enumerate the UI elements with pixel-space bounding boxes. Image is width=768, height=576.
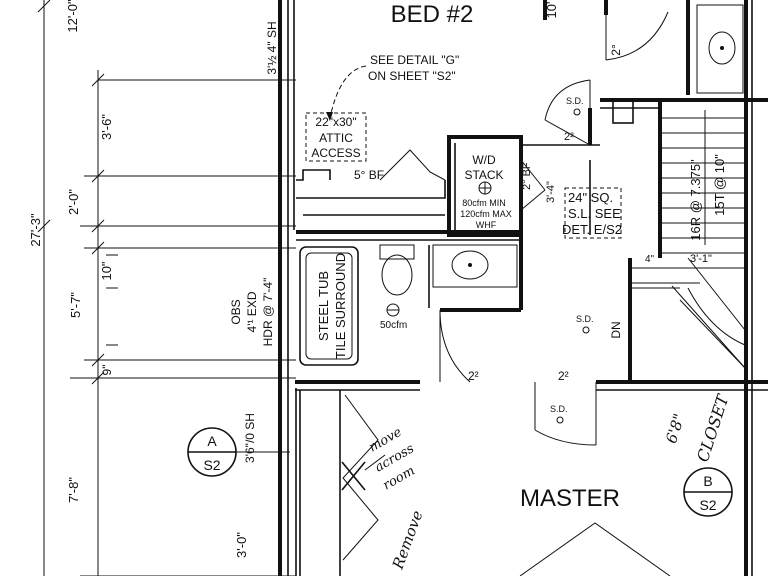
dimension-overall: 27'-3": [28, 213, 43, 247]
smoke-detector-1: S.D.: [566, 96, 584, 106]
section-b-letter: B: [703, 473, 712, 489]
leader-detail-g: [329, 65, 367, 119]
door-swings: [342, 11, 746, 561]
note-wd-1: W/D: [472, 153, 496, 167]
note-bf-5: 5° BF: [354, 168, 384, 182]
dimension-10: 10": [99, 261, 114, 280]
left-dimension-lines: [37, 0, 296, 576]
attic-access-box: [305, 112, 367, 162]
dim-4: 4": [645, 254, 655, 265]
note-sh-top: 3'½ 4" SH: [265, 21, 279, 74]
note-obs-3: HDR @ 7'-4": [261, 278, 275, 347]
note-detail-g-1: SEE DETAIL "G": [370, 53, 459, 67]
note-tub-2: TILE SURROUND: [333, 253, 348, 359]
dim-10-ft: 10': [544, 2, 559, 19]
leader-arrow: [326, 112, 333, 121]
note-tub-1: STEEL TUB: [316, 271, 331, 341]
room-label-closet: CLOSET: [693, 391, 733, 464]
closet-width: 6'8": [662, 411, 688, 445]
dimension-5-7: 5'-7": [68, 292, 83, 318]
note-wd-2: STACK: [464, 168, 503, 182]
smoke-detector-2: S.D.: [576, 314, 594, 324]
hand-note-remove: Remove: [389, 508, 427, 572]
dim-2c-master: 2²: [558, 369, 569, 383]
section-a-sheet: S2: [203, 457, 220, 473]
dim-2c-top: 2°: [609, 44, 623, 56]
dim-2c-bath: 2²: [468, 369, 479, 383]
note-attic-1: 22"x30": [315, 115, 356, 129]
stair-run: 15T @ 10": [712, 154, 727, 216]
stair-rise: 16R @ 7.375": [688, 159, 703, 241]
dimension-9: 9": [100, 365, 114, 376]
room-label-bed2: BED #2: [391, 1, 474, 28]
smoke-detector-3: S.D.: [550, 404, 568, 414]
dimension-top-left: 12'-0": [65, 0, 80, 33]
note-wd-3: 80cfm MIN: [462, 198, 506, 208]
dimension-3-6: 3'-6": [99, 114, 114, 140]
section-marker-b: B S2: [683, 467, 733, 517]
fixtures: [299, 4, 744, 576]
dim-2c-hall: 2²: [564, 131, 574, 143]
note-bf-2: 2° BF: [521, 162, 533, 190]
stair: [630, 110, 746, 369]
section-a-letter: A: [207, 433, 217, 449]
note-sq-2: S.L. SEE: [568, 206, 621, 221]
walls: [278, 0, 768, 576]
dimension-3-0: 3'-0": [234, 532, 249, 558]
note-wd-5: WHF: [476, 220, 497, 230]
note-sh-left: 3'6"/0 SH: [243, 413, 257, 463]
dim-3-1: 3'-1": [690, 253, 712, 265]
dimension-7-8: 7'-8": [66, 477, 81, 503]
note-attic-3: ACCESS: [311, 146, 360, 160]
stair-down: DN: [609, 321, 623, 338]
dim-3-4: 3'-4": [545, 181, 557, 203]
handwritten-notes: move across room Remove: [341, 425, 427, 572]
note-fan: 50cfm: [380, 320, 407, 331]
room-label-master: MASTER: [520, 485, 620, 512]
note-wd-4: 120cfm MAX: [460, 209, 512, 219]
note-detail-g-2: ON SHEET "S2": [368, 69, 456, 83]
note-attic-2: ATTIC: [319, 131, 353, 145]
note-sq-1: 24" SQ.: [568, 190, 613, 205]
section-marker-a: A S2: [187, 427, 290, 477]
note-obs-1: OBS: [229, 299, 243, 324]
note-obs-2: 4'¹ EXD: [245, 291, 259, 332]
dimension-2-0: 2'-0": [66, 189, 81, 215]
section-b-sheet: S2: [699, 497, 716, 513]
note-sq-3: DET. E/S2: [562, 222, 622, 237]
